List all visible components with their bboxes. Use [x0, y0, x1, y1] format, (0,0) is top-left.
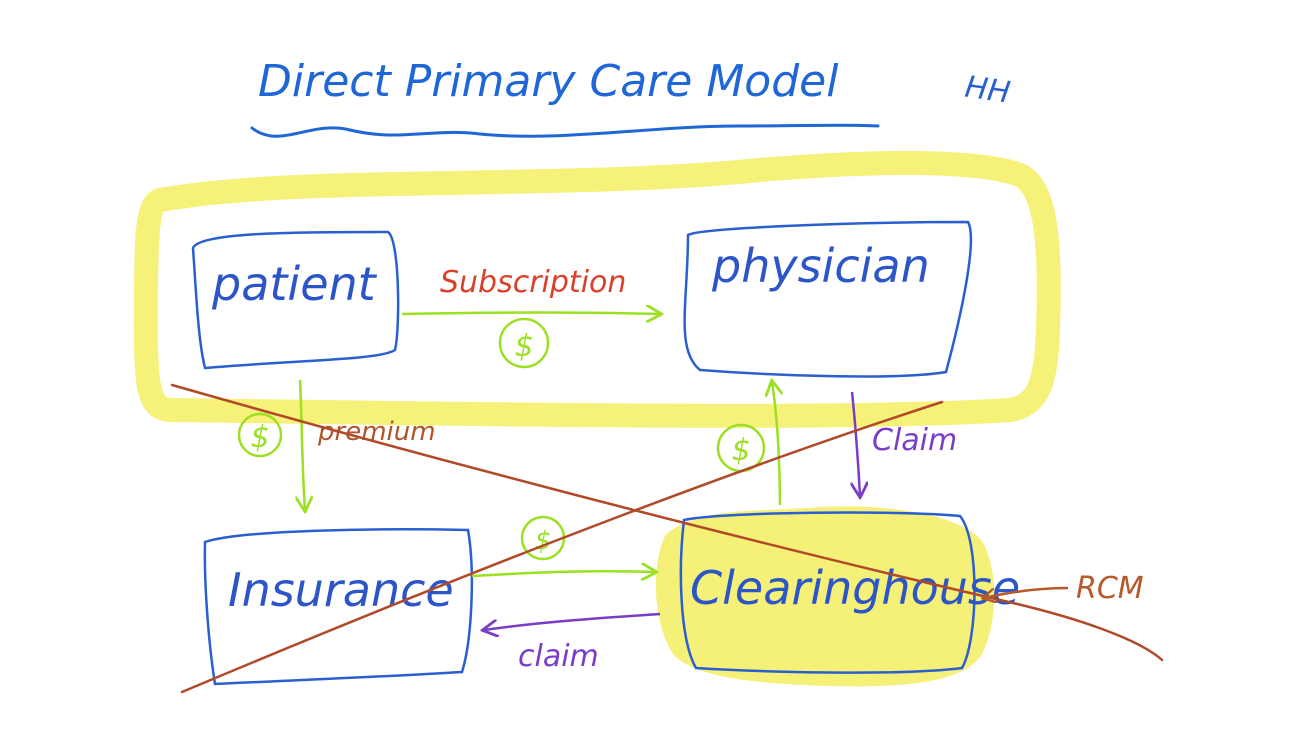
insurance-label: Insurance [228, 563, 454, 617]
cross-out-line-1 [170, 383, 1164, 662]
cross-out-line-2 [180, 400, 944, 694]
claim-to-clearinghouse-label: Claim [872, 423, 957, 458]
rcm-label: RCM [1076, 571, 1144, 606]
physician-label: physician [711, 239, 930, 293]
claim-to-insurance-label: claim [518, 639, 599, 674]
clearinghouse-box [679, 511, 976, 674]
premium-arrow [300, 379, 305, 510]
patient-label: patient [211, 257, 378, 311]
svg-text:$: $ [535, 526, 552, 556]
svg-text:$: $ [514, 329, 533, 364]
highlight-loop [133, 151, 1061, 428]
payment-to-physician-arrow [772, 382, 780, 506]
premium-dollar-icon: $ [237, 412, 283, 458]
svg-text:$: $ [250, 420, 269, 455]
clearinghouse-payment-dollar-icon: $ [520, 515, 566, 561]
rcm-pointer-arrow [984, 586, 1069, 598]
subscription-dollar-icon: $ [498, 317, 550, 369]
clearinghouse-highlight [655, 506, 995, 687]
insurance-box [203, 528, 474, 686]
subscription-label: Subscription [440, 265, 626, 300]
claim-to-clearinghouse-arrow [852, 391, 860, 496]
author-signature: HH [963, 70, 1013, 111]
subscription-arrow [401, 313, 660, 315]
patient-box [191, 230, 400, 370]
title-underline [250, 123, 880, 138]
clearinghouse-label: Clearinghouse [690, 561, 1020, 615]
claim-to-insurance-arrow [484, 612, 661, 630]
diagram-title: Direct Primary Care Model [258, 56, 839, 107]
payment-to-clearinghouse-arrow [471, 571, 655, 576]
physician-box [683, 220, 973, 378]
svg-text:$: $ [731, 433, 750, 468]
